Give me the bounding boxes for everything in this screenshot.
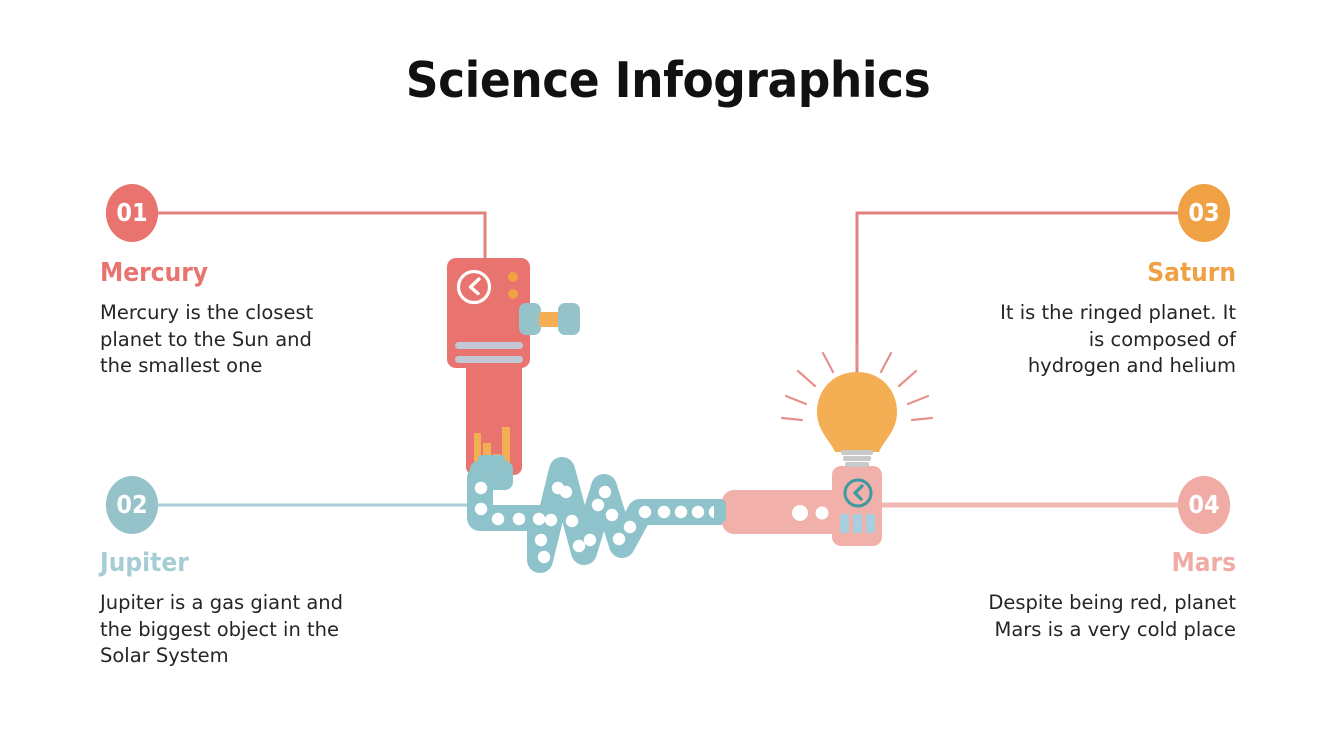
arm-dots xyxy=(792,505,829,521)
info-block-mercury: Mercury Mercury is the closest planet to… xyxy=(100,258,400,380)
badge-label: 03 xyxy=(1188,197,1220,227)
badge-label: 04 xyxy=(1188,489,1220,519)
badge-number-04: 04 xyxy=(1177,476,1231,534)
badge-number-03: 03 xyxy=(1177,184,1231,242)
item-title-mars: Mars xyxy=(1171,548,1236,578)
info-block-mars: Mars Despite being red, planet Mars is a… xyxy=(936,548,1236,643)
info-block-jupiter: Jupiter Jupiter is a gas giant and the b… xyxy=(100,548,410,670)
clock-back-icon xyxy=(456,269,492,305)
item-title-saturn: Saturn xyxy=(1147,258,1236,288)
item-title-jupiter: Jupiter xyxy=(100,548,189,578)
perforated-zigzag-cable xyxy=(467,457,851,573)
lightbulb-rays xyxy=(780,343,934,422)
red-machine xyxy=(447,258,580,490)
badge-label: 02 xyxy=(116,489,148,519)
clock-back-icon xyxy=(843,478,873,508)
gray-slot-bars xyxy=(455,342,523,363)
cable-holes xyxy=(474,481,744,564)
info-block-saturn: Saturn It is the ringed planet. It is co… xyxy=(936,258,1236,380)
connector-line-01 xyxy=(152,211,487,276)
item-description-mars: Despite being red, planet Mars is a very… xyxy=(988,591,1236,641)
pink-machine xyxy=(714,466,882,546)
blue-indicator-bars xyxy=(840,514,875,533)
badge-number-01: 01 xyxy=(105,184,159,242)
page-title: Science Infographics xyxy=(405,52,931,109)
indicator-dots xyxy=(508,272,518,299)
badge-label: 01 xyxy=(116,197,148,227)
bulb-base xyxy=(841,450,873,467)
side-connector xyxy=(519,303,580,335)
lightbulb xyxy=(780,343,934,467)
item-title-mercury: Mercury xyxy=(100,258,209,288)
bulb-glass xyxy=(817,372,897,452)
item-description-mercury: Mercury is the closest planet to the Sun… xyxy=(100,301,314,377)
connector-line-03 xyxy=(855,211,1180,400)
item-description-saturn: It is the ringed planet. It is composed … xyxy=(1000,301,1236,377)
badge-number-02: 02 xyxy=(105,476,159,534)
item-description-jupiter: Jupiter is a gas giant and the biggest o… xyxy=(100,591,344,667)
